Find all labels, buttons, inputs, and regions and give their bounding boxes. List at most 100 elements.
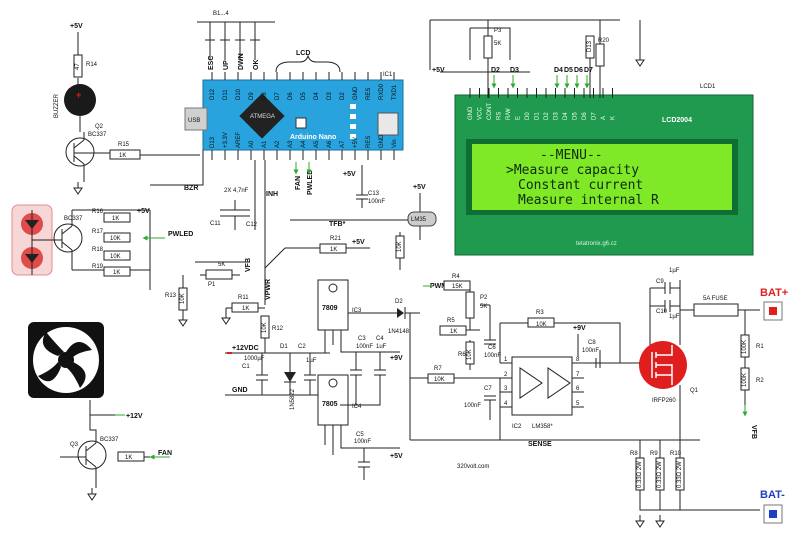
c9-ref: C9 xyxy=(656,279,664,285)
lcd-d4: D4 xyxy=(554,67,563,74)
usb-label: USB xyxy=(188,118,200,124)
ic3-ref: IC3 xyxy=(352,308,362,314)
lcd-ref: LCD1 xyxy=(700,84,716,90)
nano-bottom-pin-label: A0 xyxy=(249,140,255,148)
nano-bottom-pin-label: AREF xyxy=(236,132,242,148)
nano-top-pin-label: D7 xyxy=(275,92,281,100)
c12-ref: C12 xyxy=(246,222,258,228)
btn-esc: ESC xyxy=(208,56,215,70)
nano-bottom-pin-label: A3 xyxy=(288,140,294,148)
lcd-line-3: Constant current xyxy=(518,178,643,193)
fan-r-value: 1K xyxy=(125,455,132,461)
buttons-b1-4: B1...4 ESC UP DWN OK xyxy=(197,11,275,70)
nano-bottom-pin-label: A2 xyxy=(275,140,281,148)
r1-value: 100K xyxy=(742,340,748,354)
lcd-line-4: Measure internal R xyxy=(518,193,659,208)
btn-ok: OK xyxy=(253,60,260,71)
buttons-label: B1...4 xyxy=(213,11,229,17)
bat-plus-label: BAT+ xyxy=(760,287,788,299)
lcd-pin-label: D4 xyxy=(563,112,569,120)
c1-value: 1000µF xyxy=(244,356,265,362)
buzzer-label: BUZZER xyxy=(54,93,60,118)
nano-top-pin-label: D3 xyxy=(327,92,333,100)
pwled-net: PWLED xyxy=(168,231,193,238)
nano-bottom-pin-label: A5 xyxy=(314,140,320,148)
nano-bottom-pin-label: A7 xyxy=(340,140,346,148)
current-control: PWM R4 15K P2 5K R5 1K R6 10K R7 10K C6 … xyxy=(410,274,680,470)
credit-320volt: 320volt.com xyxy=(457,464,489,470)
plus5v-out: +5V xyxy=(390,453,403,460)
ic2-pin1: 1 xyxy=(504,357,508,363)
r16-ref: R16 xyxy=(92,209,104,215)
lcd-pin-label: D7 xyxy=(592,112,598,120)
d1-ref: D1 xyxy=(280,344,288,350)
nano-bottom-pin-label: +3.3V xyxy=(223,132,229,148)
lcd-pin-label: GND xyxy=(468,106,474,120)
lcd-pin-label: A xyxy=(601,116,607,120)
plus5v-lcd: +5V xyxy=(432,67,445,74)
r17-ref: R17 xyxy=(92,229,104,235)
c9-value: 1µF xyxy=(669,268,680,274)
nano-top-pin-label: D12 xyxy=(210,88,216,100)
r5-ref: R5 xyxy=(447,318,455,324)
r-lm35-value: 10K xyxy=(397,241,403,252)
nano-top-pin-label: D8 xyxy=(262,92,268,100)
ic2-ref: IC2 xyxy=(512,424,522,430)
plus5v-lm35: +5V xyxy=(413,184,426,191)
r3-value: 10K xyxy=(536,322,547,328)
nano-bottom-pin-label: A1 xyxy=(262,140,268,148)
c8-value: 100nF xyxy=(582,348,599,354)
pwm-net: PWM xyxy=(430,283,447,290)
ic2-pin2: 2 xyxy=(504,372,508,378)
ic2-pin6: 6 xyxy=(576,386,580,392)
ic2-pin4: 4 xyxy=(504,401,508,407)
c6-value: 100nF xyxy=(484,353,501,359)
q3-model: BC337 xyxy=(100,437,119,443)
nano-bottom-pin-label: RES xyxy=(366,136,372,148)
fan-net: FAN xyxy=(158,450,172,457)
nano-bottom-pin-label: A4 xyxy=(301,140,307,148)
c4-ref: C4 xyxy=(376,336,384,342)
ic2-model: LM358* xyxy=(532,424,553,430)
r7-ref: R7 xyxy=(434,366,442,372)
lcd-pin-label: D5 xyxy=(573,112,579,120)
r5-value: 1K xyxy=(450,329,457,335)
r15-value: 1K xyxy=(119,153,126,159)
p3-ref: P3 xyxy=(494,28,502,34)
nano-top-pin-label: D4 xyxy=(314,92,320,100)
lcd-credit: tetatronix.g6.cz xyxy=(576,241,617,247)
vfb-net: VFB xyxy=(245,258,252,272)
nano-title: Arduino Nano xyxy=(290,134,336,141)
lcd-pin-label: D2 xyxy=(544,112,550,120)
buzzer-plus: + xyxy=(76,90,81,100)
r10-ref: R10 xyxy=(670,451,682,457)
lcd-line-2: >Measure capacity xyxy=(506,163,639,178)
d1-model: 1N5822 xyxy=(290,388,296,410)
r14-ref: R14 xyxy=(86,62,98,68)
c13-value: 100nF xyxy=(368,199,385,205)
c7-ref: C7 xyxy=(484,386,492,392)
p1-ref: P1 xyxy=(208,282,216,288)
lcd-d2: D2 xyxy=(491,67,500,74)
lcd-d3: D3 xyxy=(510,67,519,74)
p2-value: 5K xyxy=(480,304,487,310)
reg-7809: 7809 xyxy=(322,305,338,312)
c3-value: 100nF xyxy=(356,344,373,350)
p1-value: 5K xyxy=(218,262,225,268)
nano-top-pin-label: TXD1 xyxy=(392,84,398,100)
lcd-pin-label: CONT xyxy=(487,103,493,120)
arduino-nano-module: USB ATMEGA Arduino Nano IC1 xyxy=(184,72,404,151)
r11-value: 1K xyxy=(242,306,249,312)
plus5v-led: +5V xyxy=(137,208,150,215)
r12-ref: R12 xyxy=(272,326,284,332)
vpwr-net: VPWR xyxy=(265,279,272,300)
gnd-label: GND xyxy=(232,387,248,394)
c3-ref: C3 xyxy=(358,336,366,342)
lm35-label: LM35 xyxy=(411,217,427,223)
c2-ref: C2 xyxy=(298,344,306,350)
fan-pin-label: FAN xyxy=(295,176,302,190)
nano-bottom-pin-label: A6 xyxy=(327,140,333,148)
lcd-d7: D7 xyxy=(584,67,593,74)
c1-ref: C1 xyxy=(242,364,250,370)
